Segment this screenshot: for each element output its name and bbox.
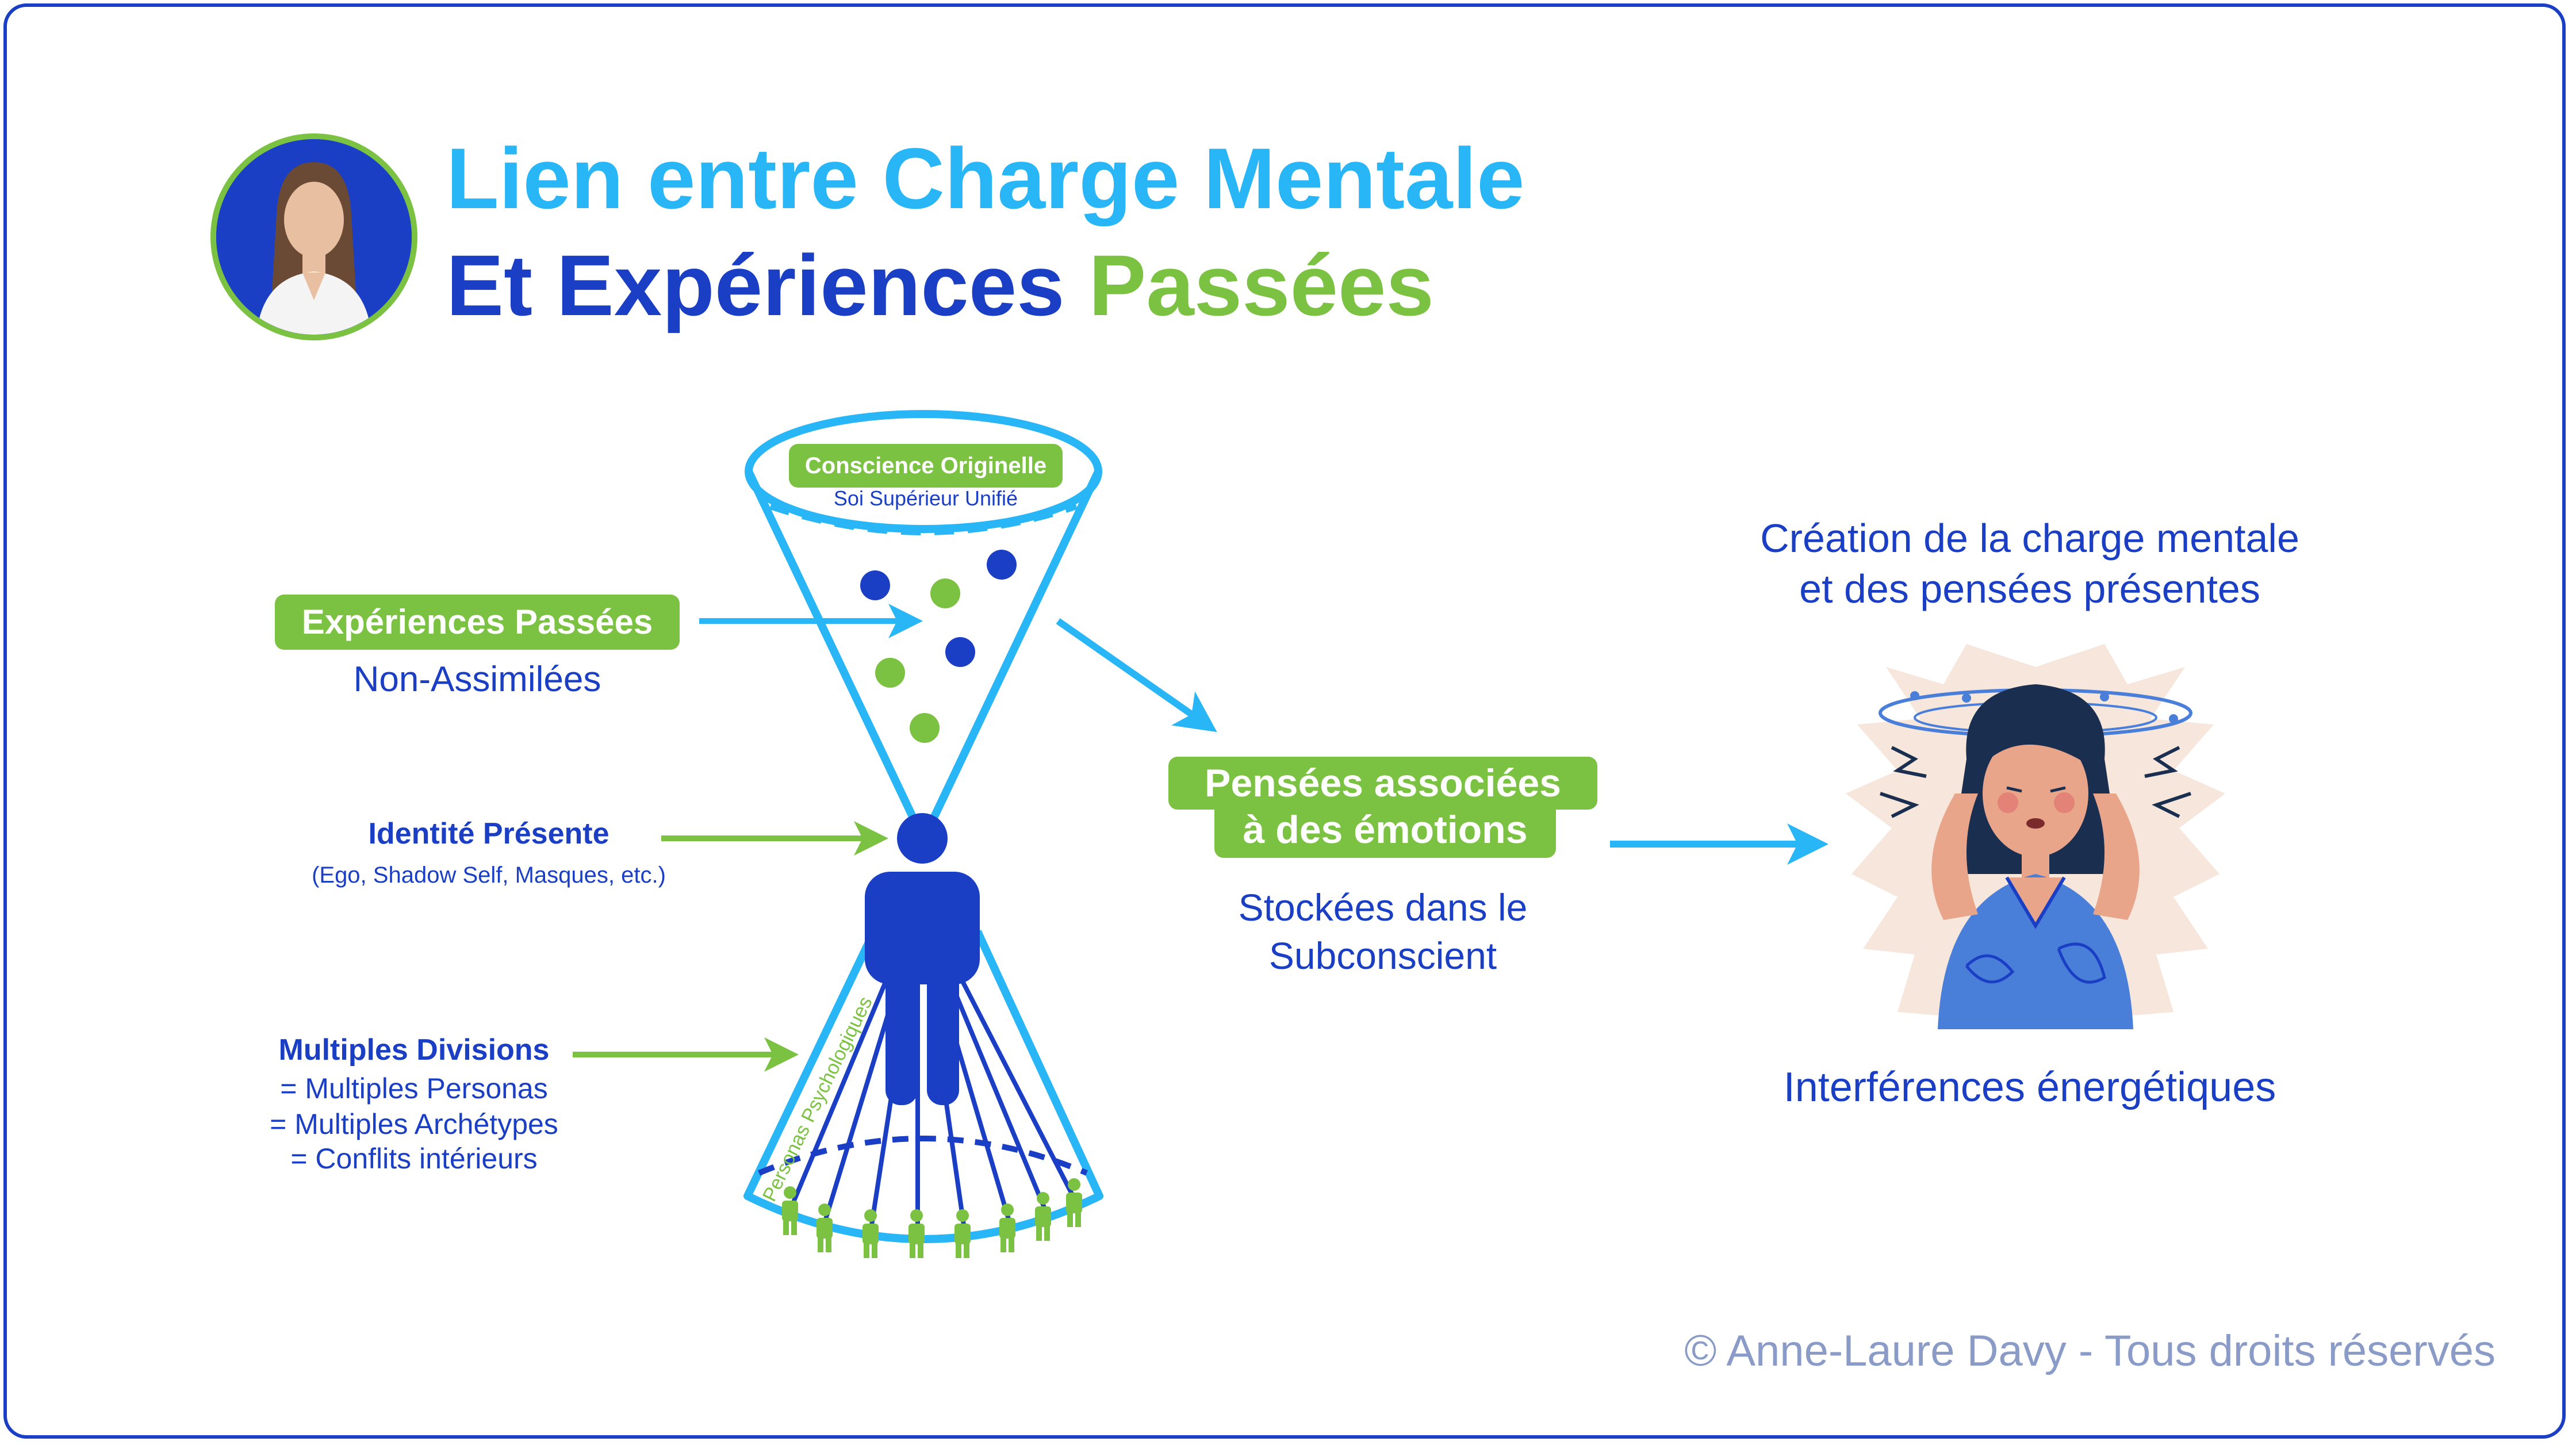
author-avatar (210, 133, 417, 340)
identity-title: Identité Présente (368, 817, 610, 850)
copyright-footer: © Anne-Laure Davy - Tous droits réservés (1684, 1327, 2496, 1375)
page-frame (3, 3, 2566, 1439)
thoughts-subtitle-line-1: Stockées dans le (1238, 886, 1528, 929)
personas-side-label: Personas Psychologiques (758, 993, 877, 1205)
divisions-line-1: = Multiples Personas (280, 1072, 548, 1105)
stressed-woman-icon (1846, 644, 2225, 1029)
thoughts-pill-line-1: Pensées associées (1168, 757, 1597, 810)
mental-load-title-line-2: et des pensées présentes (1799, 566, 2260, 611)
past-experiences-pill: Expériences Passées (275, 595, 680, 650)
thoughts-pill-line-2: à des émotions (1214, 805, 1556, 858)
title-line-2-part-1: Et Expériences (446, 237, 1089, 334)
title-line-1: Lien entre Charge Mentale (446, 130, 1525, 227)
past-experiences-subtitle: Non-Assimilées (353, 660, 601, 699)
top-funnel-subtitle: Soi Supérieur Unifié (833, 486, 1018, 510)
identity-figure-icon (865, 813, 980, 1105)
divisions-line-2: = Multiples Archétypes (270, 1108, 558, 1140)
identity-subtitle: (Ego, Shadow Self, Masques, etc.) (312, 862, 666, 888)
persona-figures (782, 1178, 1082, 1258)
divisions-line-3: = Conflits intérieurs (290, 1143, 538, 1175)
energy-interference-label: Interférences énergétiques (1783, 1064, 2276, 1110)
thoughts-subtitle-line-2: Subconscient (1268, 934, 1497, 977)
arrow-funnel-to-thoughts (1056, 618, 1217, 733)
mental-load-title-line-1: Création de la charge mentale (1760, 516, 2299, 561)
top-funnel-pill: Conscience Originelle (789, 444, 1063, 488)
experience-dots (860, 550, 1017, 743)
title-line-2: Et Expériences Passées (446, 236, 1434, 335)
portrait-icon (216, 139, 412, 335)
title-line-2-highlight: Passées (1088, 237, 1434, 334)
divisions-title: Multiples Divisions (278, 1033, 550, 1067)
